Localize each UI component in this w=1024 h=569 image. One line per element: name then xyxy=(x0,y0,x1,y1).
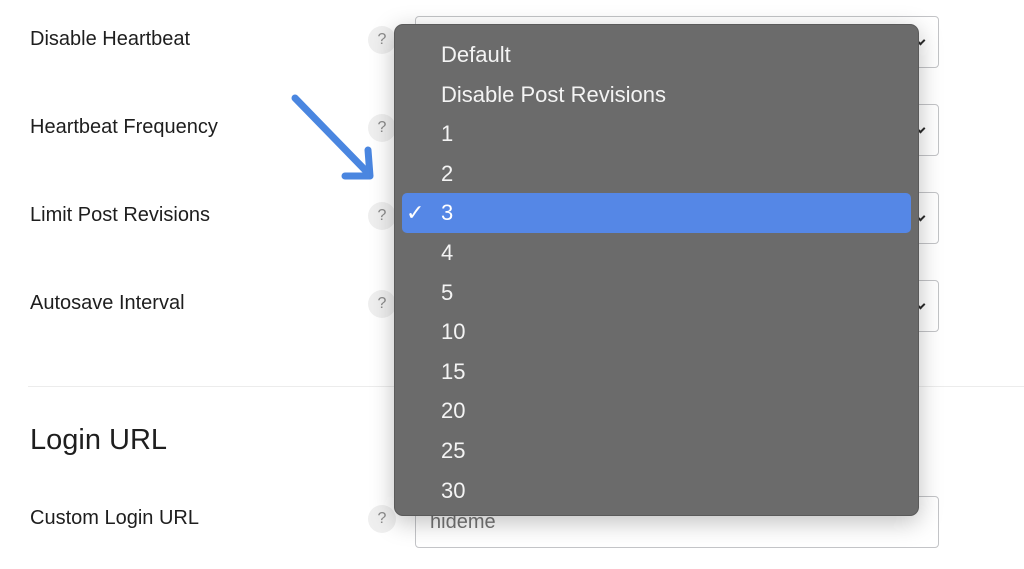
autosave-interval-label: Autosave Interval xyxy=(30,292,185,314)
option-label: 25 xyxy=(441,437,466,463)
option-label: 5 xyxy=(441,279,454,305)
dropdown-option-10[interactable]: 10 xyxy=(402,312,911,352)
limit-post-revisions-label: Limit Post Revisions xyxy=(30,204,211,226)
checkmark-icon: ✓ xyxy=(406,200,425,226)
dropdown-option-4[interactable]: 4 xyxy=(402,233,911,273)
dropdown-option-25[interactable]: 25 xyxy=(402,431,911,471)
option-label: 20 xyxy=(441,398,466,424)
annotation-arrow-icon xyxy=(291,94,374,180)
limit-post-revisions-dropdown-menu[interactable]: Default Disable Post Revisions 1 2 ✓ 3 4… xyxy=(394,24,919,516)
section-title-login-url: Login URL xyxy=(30,424,168,456)
heartbeat-frequency-label: Heartbeat Frequency xyxy=(30,116,218,138)
dropdown-option-15[interactable]: 15 xyxy=(402,352,911,392)
custom-login-url-label: Custom Login URL xyxy=(30,507,199,529)
option-label: 2 xyxy=(441,160,454,186)
option-label: 10 xyxy=(441,319,466,345)
option-label: Disable Post Revisions xyxy=(441,81,666,107)
help-icon[interactable]: ? xyxy=(368,114,396,142)
dropdown-option-3-selected[interactable]: ✓ 3 xyxy=(402,193,911,233)
option-label: 3 xyxy=(441,200,454,226)
help-icon[interactable]: ? xyxy=(368,26,396,54)
disable-heartbeat-label: Disable Heartbeat xyxy=(30,28,191,50)
dropdown-option-disable-post-revisions[interactable]: Disable Post Revisions xyxy=(402,75,911,115)
option-label: 1 xyxy=(441,121,454,147)
dropdown-option-5[interactable]: 5 xyxy=(402,273,911,313)
dropdown-option-1[interactable]: 1 xyxy=(402,114,911,154)
help-icon[interactable]: ? xyxy=(368,290,396,318)
dropdown-option-30[interactable]: 30 xyxy=(402,471,911,511)
help-icon[interactable]: ? xyxy=(368,202,396,230)
option-label: 15 xyxy=(441,358,466,384)
dropdown-option-2[interactable]: 2 xyxy=(402,154,911,194)
option-label: 4 xyxy=(441,239,454,265)
dropdown-option-20[interactable]: 20 xyxy=(402,391,911,431)
option-label: 30 xyxy=(441,477,466,503)
help-icon[interactable]: ? xyxy=(368,505,396,533)
option-label: Default xyxy=(441,42,511,67)
dropdown-option-default[interactable]: Default xyxy=(402,35,911,75)
